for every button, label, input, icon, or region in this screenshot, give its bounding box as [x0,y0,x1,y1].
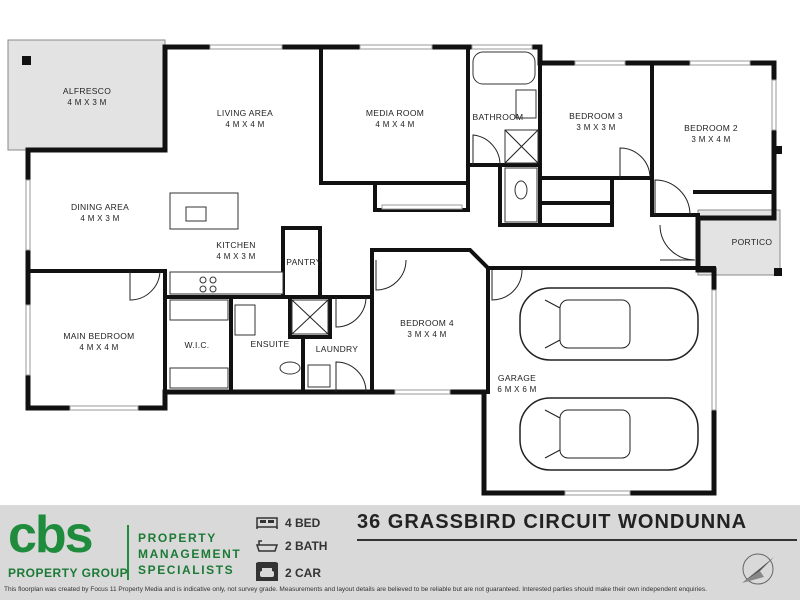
room-dims-main-bedroom: 4 M X 4 M [79,343,118,352]
room-name-bedroom2: BEDROOM 2 [684,123,738,133]
room-name-alfresco: ALFRESCO [63,86,111,96]
room-name-bathroom: BATHROOM [473,112,524,122]
room-name-portico: PORTICO [732,237,773,247]
room-dims-bedroom3: 3 M X 3 M [576,123,615,132]
door-swing [375,259,407,291]
tagline-line-1: PROPERTY [138,531,217,545]
floor-plan: ALFRESCO 4 M X 3 M LIVING AREA 4 M X 4 M… [7,39,782,496]
window [771,79,777,131]
door-swing [129,270,161,301]
room-name-wic: W.I.C. [185,340,210,350]
room-dims-dining: 4 M X 3 M [80,214,119,223]
door-swing [654,179,691,216]
disclaimer-text: This floorplan was created by Focus 11 P… [4,586,707,593]
door-swing [491,269,523,301]
tagline-line-3: SPECIALISTS [138,563,235,577]
portico-post [774,146,782,154]
bathtub [472,51,536,85]
portico-post [774,268,782,276]
door-swing [335,361,367,393]
room-name-garage: GARAGE [498,373,536,383]
window [689,60,751,66]
shower-screen [504,129,539,164]
window [25,304,31,376]
room-name-ensuite: ENSUITE [251,339,290,349]
vanity [515,89,537,119]
toilet [514,180,528,200]
room-name-media: MEDIA ROOM [366,108,424,118]
alfresco-area [7,39,166,151]
cooktop [199,276,207,284]
room-name-pantry: PANTRY [286,257,322,267]
bath-icon [255,540,279,552]
window [25,179,31,251]
interior-wall [288,295,332,339]
room-name-bedroom3: BEDROOM 3 [569,111,623,121]
window [471,44,533,50]
door-swing [335,296,367,328]
laundry-tub [307,364,331,388]
bed-icon [256,517,278,529]
brand-subtitle: PROPERTY GROUP [8,566,129,580]
kitchen-sink [185,206,207,222]
room-name-main-bedroom: MAIN BEDROOM [63,331,134,341]
window [381,204,463,210]
car-icon [256,562,278,581]
door-swing [472,134,501,166]
kitchen-bench [169,271,284,295]
room-dims-bedroom2: 3 M X 4 M [691,135,730,144]
interior-wall [281,226,322,299]
shower-screen [291,299,329,335]
address-underline [357,539,797,541]
room-dims-media: 4 M X 4 M [375,120,414,129]
room-dims-bedroom4: 3 M X 4 M [407,330,446,339]
wardrobe-shelf [169,299,229,321]
room-dims-kitchen: 4 M X 3 M [216,252,255,261]
car-count: 2 CAR [285,566,322,580]
car-bottom [519,397,699,471]
compass-icon [742,553,774,585]
door-swing [619,147,651,179]
tagline-line-2: MANAGEMENT [138,547,242,561]
interior-wall [498,61,542,227]
window [69,405,139,411]
room-name-dining: DINING AREA [71,202,129,212]
window [564,490,631,496]
car-top [519,287,699,361]
window [394,389,451,395]
logo-divider [127,525,129,580]
interior-wall [26,269,167,410]
cooktop [199,285,207,293]
window [711,289,717,411]
room-name-living: LIVING AREA [217,108,273,118]
cooktop [209,285,217,293]
room-name-bedroom4: BEDROOM 4 [400,318,454,328]
ensuite-toilet [279,361,301,375]
bed-count: 4 BED [285,516,321,530]
door-swing [659,224,696,261]
interior-wall [370,248,716,270]
brand-logo: cbs [8,506,94,564]
room-dims-living: 4 M X 4 M [225,120,264,129]
room-name-kitchen: KITCHEN [216,240,255,250]
interior-wall [650,61,700,217]
bath-count: 2 BATH [285,539,328,553]
wardrobe-shelf [169,367,229,389]
alfresco-post [22,56,31,65]
ensuite-vanity [234,304,256,336]
room-dims-garage: 6 M X 6 M [497,385,536,394]
exterior-wall [25,44,168,411]
cooktop [209,276,217,284]
property-address: 36 GRASSBIRD CIRCUIT WONDUNNA [357,511,748,533]
window [359,44,433,50]
room-dims-alfresco: 4 M X 3 M [67,98,106,107]
interior-wall [373,181,470,212]
window [574,60,626,66]
window [209,44,283,50]
room-name-laundry: LAUNDRY [316,344,359,354]
footer-bar: cbs PROPERTY GROUP PROPERTY MANAGEMENT S… [0,505,800,600]
